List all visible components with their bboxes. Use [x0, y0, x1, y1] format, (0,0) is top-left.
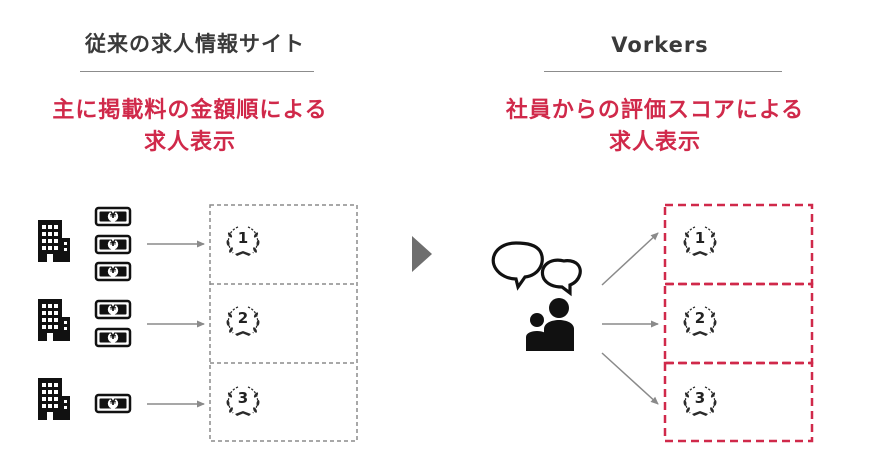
banknote-symbol: ¥ [109, 211, 117, 221]
banknote-labels: ¥ ¥ ¥ ¥ ¥ ¥ [0, 195, 440, 461]
left-rank-1: 1 [237, 229, 249, 247]
right-rank-1: 1 [694, 229, 706, 247]
left-headline-line1: 主に掲載料の金額順による [52, 98, 328, 123]
arrow-connector [601, 232, 659, 286]
banknote-symbol: ¥ [109, 332, 117, 342]
left-title-rule [80, 71, 314, 72]
ranking-list-box [209, 204, 358, 442]
left-rank-2: 2 [237, 309, 249, 327]
right-headline-line1: 社員からの評価スコアによる [505, 98, 805, 123]
left-diagram [38, 204, 358, 442]
right-diagram [491, 203, 814, 443]
banknote-symbol: ¥ [109, 266, 117, 276]
right-column-title: Vorkers [611, 33, 709, 57]
right-rank-2: 2 [694, 309, 706, 327]
left-headline-line2: 求人表示 [143, 130, 236, 155]
right-headline-line2: 求人表示 [608, 130, 701, 155]
right-rank-3: 3 [694, 389, 706, 407]
ranking-box-2 [663, 282, 814, 365]
banknote-symbol: ¥ [109, 398, 117, 408]
left-rank-3: 3 [237, 389, 249, 407]
right-title-rule [544, 71, 782, 72]
triangle-arrow-icon [412, 236, 432, 272]
people-icon [526, 298, 574, 351]
arrow-connector [601, 352, 659, 405]
chat-bubbles-icon [491, 241, 582, 297]
left-column-title: 従来の求人情報サイト [85, 32, 305, 56]
banknote-symbol: ¥ [109, 304, 117, 314]
banknote-symbol: ¥ [109, 239, 117, 249]
ranking-box-3 [663, 361, 814, 443]
ranking-box-1 [663, 203, 814, 286]
